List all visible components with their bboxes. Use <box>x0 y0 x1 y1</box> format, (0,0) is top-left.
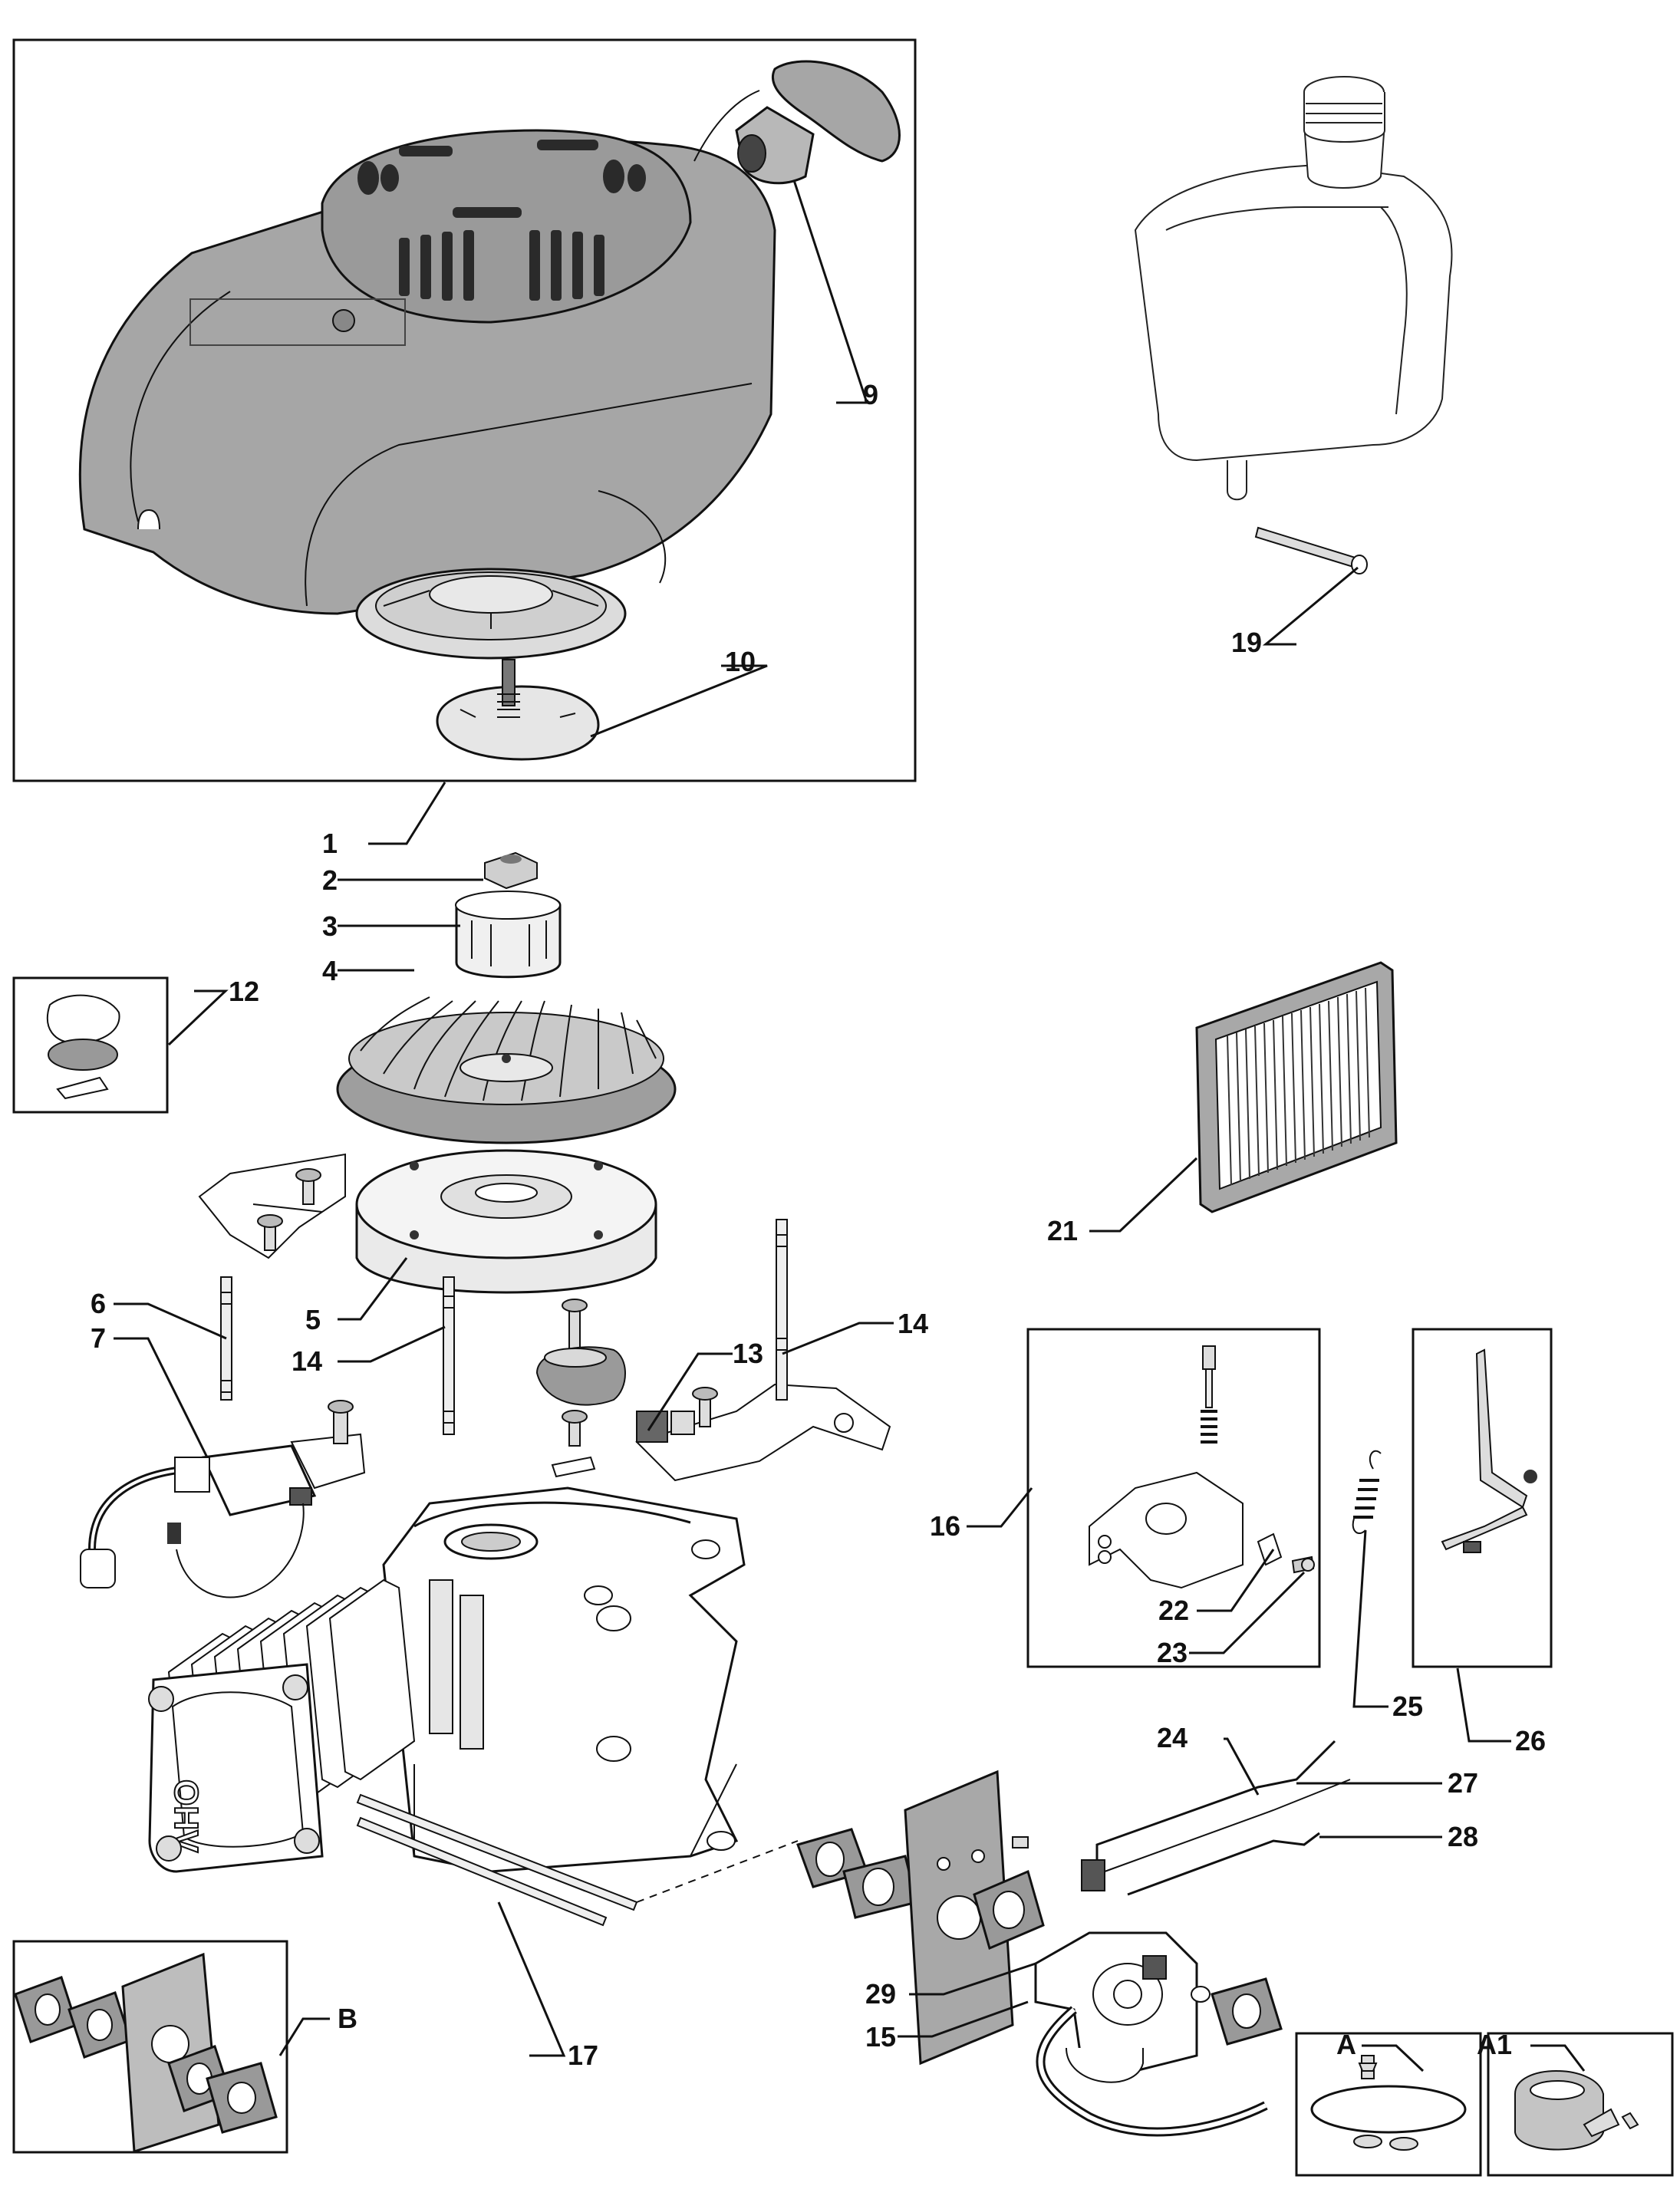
callout-9: 9 <box>863 379 878 410</box>
callout-28: 28 <box>1448 1821 1478 1852</box>
part-12-detail <box>46 994 120 1100</box>
detail-box-B <box>12 1940 288 2154</box>
intake-gaskets <box>796 1828 918 1919</box>
callout-7: 7 <box>91 1322 106 1354</box>
flywheel-5 <box>355 1149 657 1294</box>
svg-text:OHV: OHV <box>167 1779 205 1853</box>
starter-handle <box>735 60 901 185</box>
callout-1: 1 <box>322 828 338 859</box>
carburetor <box>1034 1859 1283 2083</box>
callout-29: 29 <box>865 1978 896 2010</box>
callout-24: 24 <box>1157 1722 1188 1753</box>
callout-2: 2 <box>322 864 338 896</box>
callout-26: 26 <box>1515 1725 1546 1756</box>
heat-shield <box>904 1770 1045 2066</box>
callout-5: 5 <box>305 1304 321 1335</box>
callout-labels: 1 2 3 4 5 6 7 9 10 12 13 14 14 15 16 17 … <box>91 379 1546 2071</box>
detail-box-12 <box>12 976 169 1114</box>
callout-13: 13 <box>733 1338 763 1369</box>
fuel-line-15 <box>1036 2006 1268 2137</box>
shroud-bracket <box>198 1153 346 1259</box>
callout-10: 10 <box>725 646 756 677</box>
recoil-starter-frame <box>12 38 917 782</box>
part-A1-detail <box>1514 2070 1639 2151</box>
callout-B: B <box>338 2003 357 2034</box>
linkage-rods <box>1095 1740 1351 1896</box>
air-filter-21 <box>1195 961 1398 1213</box>
callout-15: 15 <box>865 2021 896 2053</box>
callout-6: 6 <box>91 1288 106 1319</box>
stud-14-right <box>776 1219 788 1401</box>
callout-3: 3 <box>322 910 338 942</box>
callout-14-left: 14 <box>292 1345 322 1377</box>
detail-box-16 <box>1026 1328 1321 1668</box>
callout-22: 22 <box>1158 1595 1189 1626</box>
throttle-link-26 <box>1441 1348 1537 1553</box>
starter-cup-3 <box>455 891 562 979</box>
starter-ratchet-10 <box>436 659 600 761</box>
cooling-fan-4 <box>336 996 677 1144</box>
detail-box-A <box>1295 2032 1482 2177</box>
detail-box-26 <box>1412 1328 1553 1668</box>
callout-12: 12 <box>229 976 259 1007</box>
callout-25: 25 <box>1392 1690 1423 1722</box>
callout-19: 19 <box>1231 627 1262 658</box>
recoil-starter-housing <box>78 129 776 615</box>
callout-21: 21 <box>1047 1215 1078 1246</box>
callout-A1: A1 <box>1477 2029 1512 2060</box>
callout-16: 16 <box>930 1510 960 1542</box>
callout-14-right: 14 <box>898 1308 928 1339</box>
governor-bracket-13 <box>635 1383 891 1482</box>
mount-assembly <box>535 1299 626 1478</box>
leader-lines <box>114 179 1586 2072</box>
engine-block: OHV <box>148 1486 746 1873</box>
starter-pulley <box>355 568 627 660</box>
carb-studs-17 <box>356 1793 799 1927</box>
part-A-detail <box>1310 2055 1467 2151</box>
callout-A: A <box>1336 2029 1356 2060</box>
callout-27: 27 <box>1448 1767 1478 1799</box>
starter-cord <box>598 90 760 584</box>
stud-14-left <box>443 1276 455 1435</box>
governor-control-16 <box>1089 1345 1315 1589</box>
callout-17: 17 <box>568 2039 598 2071</box>
detail-box-A1 <box>1487 2032 1674 2177</box>
governor-spring-25 <box>1352 1450 1382 1534</box>
tank-pin-19 <box>1254 526 1368 574</box>
callout-23: 23 <box>1157 1637 1188 1668</box>
ignition-coil-7 <box>80 1400 366 1598</box>
part-B-detail <box>14 1952 278 2154</box>
flywheel-nut-2 <box>484 851 538 890</box>
fuel-tank <box>1134 76 1453 501</box>
callout-4: 4 <box>322 955 338 986</box>
